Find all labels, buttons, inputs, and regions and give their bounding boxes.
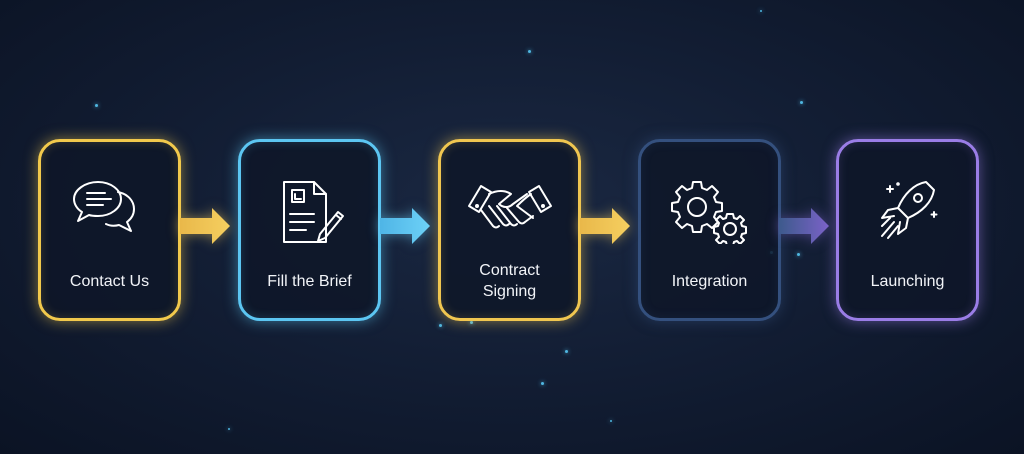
step-contact-us: Contact Us <box>38 139 181 321</box>
arrow-2 <box>380 208 430 244</box>
gears-icon <box>670 181 747 244</box>
rocket-icon <box>880 181 937 239</box>
step-label: Integration <box>671 272 748 290</box>
arrow-1 <box>180 208 230 244</box>
arrow-4 <box>779 208 829 244</box>
step-integration: Integration <box>638 139 781 321</box>
step-fill-the-brief: Fill the Brief <box>238 139 381 321</box>
step-label: Contact Us <box>69 272 150 290</box>
step-label: Launching <box>870 272 945 290</box>
step-label: Fill the Brief <box>267 272 352 290</box>
document-pen-icon <box>282 181 344 243</box>
step-launching: Launching <box>836 139 979 321</box>
arrow-3 <box>580 208 630 244</box>
step-contract-signing: Contract Signing <box>438 139 581 321</box>
handshake-icon <box>467 185 552 229</box>
step-label: Contract Signing <box>479 262 540 300</box>
chat-bubbles-icon <box>72 181 135 232</box>
